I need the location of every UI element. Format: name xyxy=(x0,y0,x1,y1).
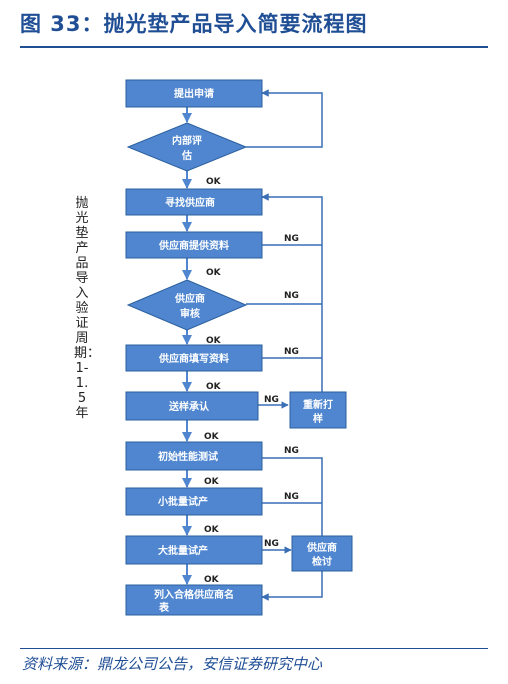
decision-supplier-audit-label-1: 供应商 xyxy=(174,292,205,305)
ng-label-7: NG xyxy=(264,539,279,549)
step-initial-performance-test-label: 初始性能测试 xyxy=(158,450,218,463)
ok-label-1: OK xyxy=(206,177,222,187)
step-qualified-supplier-list-label-2: 表 xyxy=(158,601,170,614)
step-large-batch-trial-label: 大批量试产 xyxy=(158,544,208,557)
ng-line-5 xyxy=(262,457,323,540)
decision-supplier-audit xyxy=(126,279,248,331)
decision-supplier-audit-label-2: 审核 xyxy=(180,307,200,320)
step-large-batch-trial xyxy=(125,535,263,565)
decision-internal-evaluation-label-2: 估 xyxy=(181,149,192,162)
step-small-batch-trial-label: 小批量试产 xyxy=(157,495,208,508)
ok-label-8: OK xyxy=(204,575,220,585)
decision-internal-evaluation xyxy=(126,122,248,172)
step-initial-performance-test xyxy=(125,441,263,471)
ng-label-5: NG xyxy=(284,446,299,456)
decision-internal-evaluation-label-1: 内部评 xyxy=(172,134,202,147)
ng-label-4: NG xyxy=(264,395,279,405)
ng-label-1: NG xyxy=(284,234,299,244)
ng-label-6: NG xyxy=(284,492,299,502)
footer-rule xyxy=(20,648,488,649)
ok-label-7: OK xyxy=(204,525,220,535)
box-resample-label-1: 重新打 xyxy=(303,398,333,411)
title-underline xyxy=(20,46,488,48)
step-supplier-fills-docs xyxy=(125,344,263,372)
step-submit-application xyxy=(125,79,263,108)
step-supplier-fills-docs-label: 供应商填写资料 xyxy=(158,352,229,365)
loop-review-back xyxy=(261,571,323,601)
step-find-supplier-label: 寻找供应商 xyxy=(165,196,215,209)
figure-title: 图 33：抛光垫产品导入简要流程图 xyxy=(20,12,368,36)
validation-period-note: 抛光垫产品导入验证周期：1-1.5年 xyxy=(74,196,101,421)
ok-label-6: OK xyxy=(204,477,220,487)
step-qualified-supplier-list-label-1: 列入合格供应商名 xyxy=(154,588,234,601)
ng-label-2: NG xyxy=(284,291,299,301)
step-supplier-provides-docs-label: 供应商提供资料 xyxy=(158,239,229,252)
step-qualified-supplier-list xyxy=(125,584,263,616)
step-submit-application-label: 提出申请 xyxy=(174,87,214,100)
source-note: 资料来源：鼎龙公司公告，安信证券研究中心 xyxy=(22,655,323,673)
step-supplier-provides-docs xyxy=(125,231,263,259)
step-find-supplier xyxy=(125,188,263,216)
ok-label-2: OK xyxy=(206,268,222,278)
ok-label-4: OK xyxy=(206,382,222,392)
step-sample-approval-label: 送样承认 xyxy=(168,400,210,413)
box-supplier-review-label-2: 检讨 xyxy=(312,555,332,568)
step-small-batch-trial xyxy=(125,487,263,516)
loop-right-spine xyxy=(261,193,323,400)
box-supplier-review xyxy=(291,535,353,572)
loop-evaluate-back xyxy=(246,89,323,148)
ng-label-3: NG xyxy=(284,347,299,357)
step-sample-approval xyxy=(125,391,259,421)
ok-label-5: OK xyxy=(204,432,220,442)
box-resample xyxy=(289,391,347,429)
ok-label-3: OK xyxy=(206,336,222,346)
box-supplier-review-label-1: 供应商 xyxy=(306,541,337,554)
box-resample-label-2: 样 xyxy=(313,412,323,425)
